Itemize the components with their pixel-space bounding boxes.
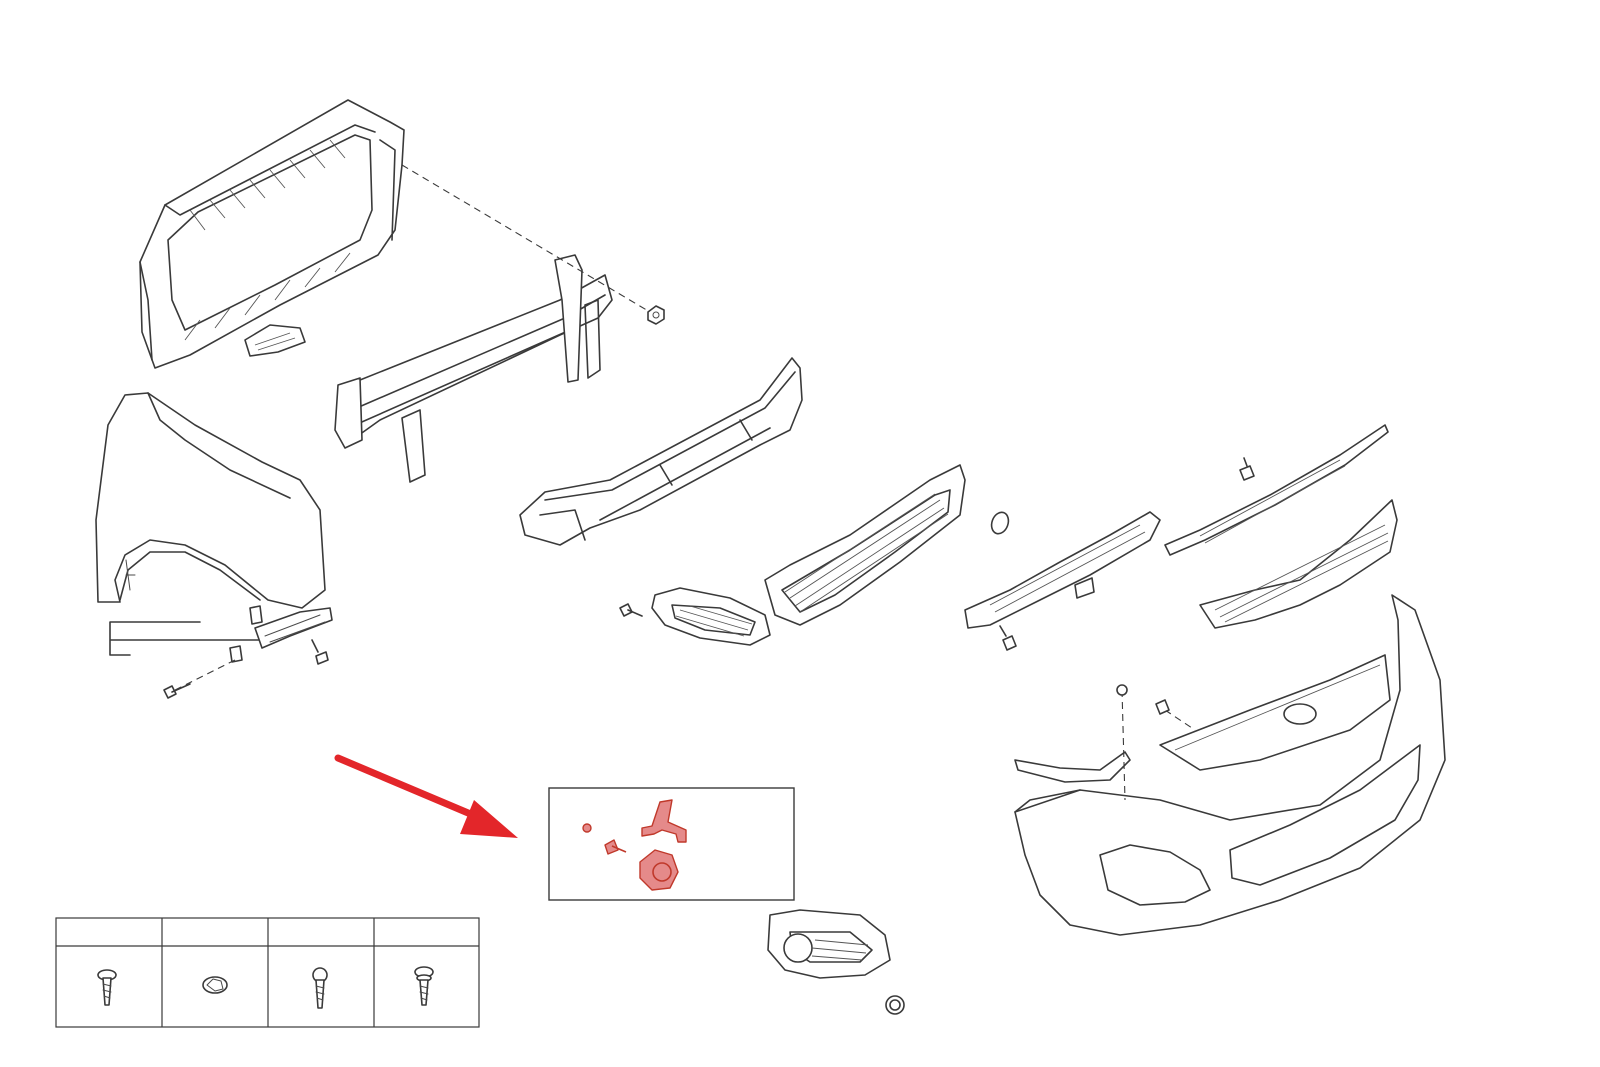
bumper-side-bracket	[1014, 751, 1131, 783]
fender-bracket	[229, 605, 333, 663]
screw-icon	[619, 603, 643, 617]
leader-line	[1121, 689, 1126, 801]
pointer-arrow	[334, 754, 518, 838]
grommet-ring	[885, 995, 905, 1015]
leader-line	[401, 164, 651, 313]
front-fender	[95, 392, 326, 609]
grommet-icon	[990, 511, 1010, 535]
washer-screw-icon	[414, 966, 434, 1006]
tapping-screw-icon	[312, 967, 328, 1009]
radiator-grille	[1199, 499, 1398, 629]
callout-lines	[109, 621, 261, 656]
clip-icon	[1239, 457, 1255, 481]
hood-seal-strip	[1164, 424, 1389, 556]
clip-nut-icon	[582, 823, 592, 833]
clip-icon	[1116, 684, 1128, 696]
front-bumper-cover	[1014, 594, 1446, 936]
fog-lamp-unit-icon	[639, 849, 679, 891]
lower-grille	[764, 464, 966, 626]
leader-line	[174, 659, 236, 691]
fog-lamp-bezel	[767, 909, 891, 979]
clip-nut-icon	[202, 976, 228, 994]
flange-screw-icon	[97, 969, 117, 1006]
fog-lamp-bracket-icon	[641, 799, 687, 843]
screw-icon	[1155, 699, 1170, 715]
bolt-icon	[163, 683, 191, 699]
bumper-reinforcement-beam	[334, 254, 613, 483]
bolt-icon	[604, 839, 619, 855]
fastener-legend	[55, 917, 480, 1028]
leader-line	[1164, 709, 1196, 731]
bolt-icon	[999, 625, 1017, 651]
nut-icon	[647, 305, 665, 325]
upper-bumper-bracket	[964, 511, 1161, 629]
energy-absorber-foam	[519, 357, 803, 546]
radiator-support-frame	[139, 99, 405, 369]
fog-lamp-bezel	[651, 587, 771, 646]
screw-icon	[311, 639, 329, 665]
fog-lamp-kit	[548, 787, 795, 901]
